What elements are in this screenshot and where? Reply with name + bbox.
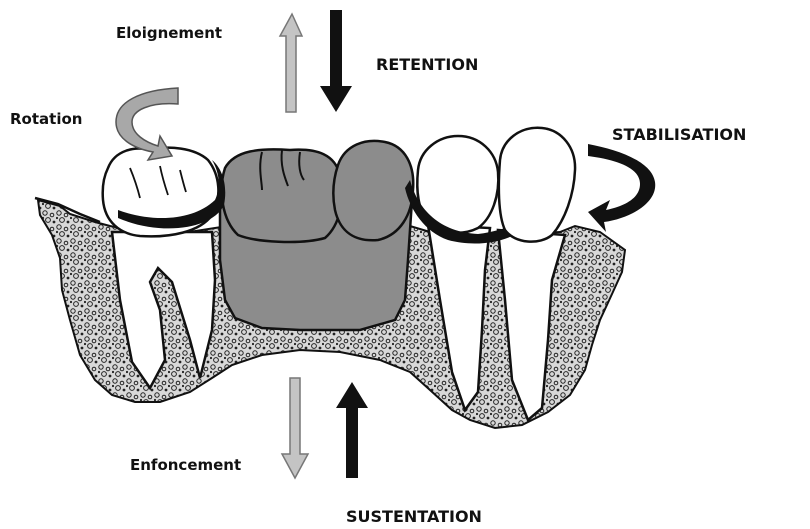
eloignement-label: Eloignement (116, 24, 222, 42)
prosthetic-tooth-right (333, 141, 413, 240)
enfoncement-label: Enfoncement (130, 456, 241, 474)
curved-arrow-light-icon (116, 88, 178, 160)
sustentation-label: SUSTENTATION (346, 507, 482, 526)
arrow-down-dark-icon (320, 10, 352, 112)
arrow-down-light-icon (282, 378, 308, 478)
stabilisation-label: STABILISATION (612, 125, 746, 144)
curved-arrow-dark-icon (588, 144, 655, 232)
retention-label: RETENTION (376, 55, 478, 74)
arrow-up-dark-icon (336, 382, 368, 478)
canine-crown (499, 128, 575, 242)
rotation-label: Rotation (10, 110, 82, 128)
arrow-up-light-icon (280, 14, 302, 112)
